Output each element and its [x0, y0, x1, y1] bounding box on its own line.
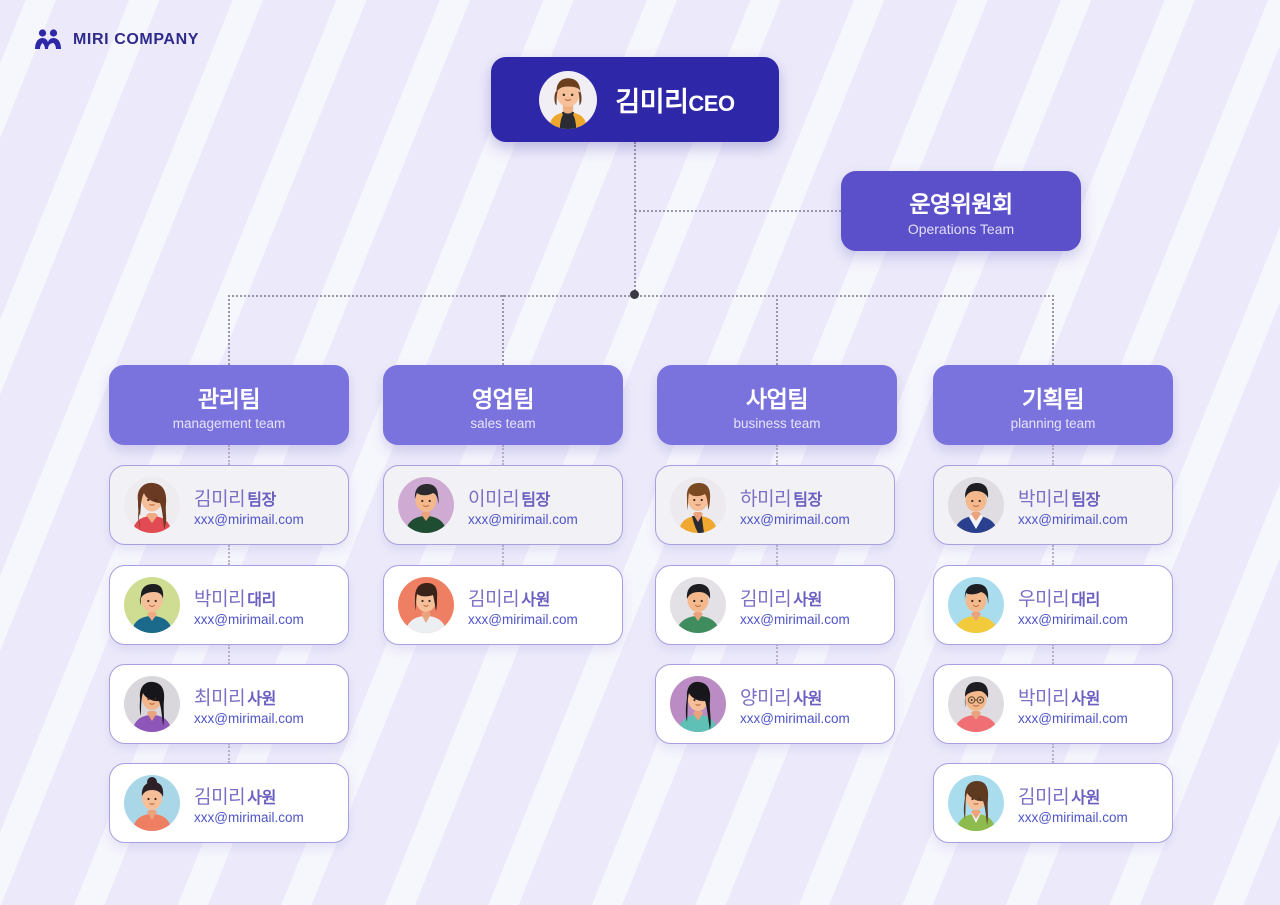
member-email: xxx@mirimail.com: [740, 710, 850, 726]
connector-col4-seg2: [1052, 545, 1054, 565]
team-header-planning[interactable]: 기획팀 planning team: [933, 365, 1173, 445]
connector-junction-node: [630, 290, 639, 299]
team-title: 기획팀: [1022, 385, 1084, 412]
connector-drop-team-4: [1052, 295, 1054, 365]
avatar-woman-bob-white-blouse: [398, 577, 454, 633]
team-subtitle: sales team: [470, 415, 536, 431]
member-email: xxx@mirimail.com: [468, 511, 578, 527]
connector-col3-seg2: [776, 545, 778, 565]
member-email: xxx@mirimail.com: [1018, 611, 1128, 627]
connector-col4-seg1: [1052, 445, 1054, 465]
member-email: xxx@mirimail.com: [1018, 809, 1128, 825]
ceo-label: 김미리CEO: [615, 80, 735, 119]
operations-committee-node[interactable]: 운영위원회 Operations Team: [841, 171, 1081, 251]
connector-ceo-trunk: [634, 142, 636, 295]
avatar-man-dark-green-shirt: [398, 477, 454, 533]
team-title: 영업팀: [472, 385, 534, 412]
member-email: xxx@mirimail.com: [194, 710, 304, 726]
avatar-woman-long-brown-hair-red-top: [124, 477, 180, 533]
connector-ceo-to-operations: [635, 210, 841, 212]
avatar-man-green-sweater: [670, 577, 726, 633]
connector-drop-team-1: [228, 295, 230, 365]
connector-col2-seg2: [502, 545, 504, 565]
avatar-woman-bun-coral-top: [124, 775, 180, 831]
operations-committee-title: 운영위원회: [909, 191, 1013, 217]
team-header-business[interactable]: 사업팀 business team: [657, 365, 897, 445]
connector-col4-seg3: [1052, 644, 1054, 664]
avatar-woman-brown-bob-yellow-jacket: [539, 70, 598, 129]
connector-col1-seg3: [228, 644, 230, 664]
avatar-man-navy-shirt: [948, 477, 1004, 533]
member-email: xxx@mirimail.com: [194, 809, 304, 825]
connector-main-bus: [228, 295, 1054, 297]
ceo-node[interactable]: 김미리CEO: [491, 57, 779, 142]
brand-logo: MIRI COMPANY: [34, 29, 199, 51]
member-email: xxx@mirimail.com: [740, 611, 850, 627]
operations-committee-subtitle: Operations Team: [907, 221, 1015, 237]
team-header-management[interactable]: 관리팀 management team: [109, 365, 349, 445]
connector-col1-seg1: [228, 445, 230, 465]
brand-name: MIRI COMPANY: [73, 31, 200, 48]
avatar-woman-long-black-hair-teal-top: [670, 676, 726, 732]
connector-col3-seg1: [776, 445, 778, 465]
avatar-man-black-hair-teal-shirt: [124, 577, 180, 633]
team-title: 관리팀: [198, 385, 260, 412]
connector-drop-team-3: [776, 295, 778, 365]
avatar-man-yellow-shirt: [948, 577, 1004, 633]
team-subtitle: management team: [172, 415, 286, 431]
member-email: xxx@mirimail.com: [194, 611, 304, 627]
avatar-woman-black-hair-purple-shirt: [124, 676, 180, 732]
member-email: xxx@mirimail.com: [194, 511, 304, 527]
connector-col4-seg4: [1052, 743, 1054, 763]
team-title: 사업팀: [746, 385, 808, 412]
member-email: xxx@mirimail.com: [468, 611, 578, 627]
two-people-icon: [34, 29, 62, 51]
avatar-woman-long-hair-green-top: [948, 775, 1004, 831]
ceo-role: CEO: [688, 91, 735, 116]
team-subtitle: planning team: [1010, 415, 1096, 431]
connector-col3-seg3: [776, 644, 778, 664]
connector-col2-seg1: [502, 445, 504, 465]
ceo-name: 김미리: [615, 87, 689, 117]
connector-drop-team-2: [502, 295, 504, 365]
avatar-man-glasses-pink-shirt: [948, 676, 1004, 732]
connector-col1-seg2: [228, 545, 230, 565]
member-email: xxx@mirimail.com: [1018, 710, 1128, 726]
member-email: xxx@mirimail.com: [1018, 511, 1128, 527]
connector-col1-seg4: [228, 743, 230, 763]
team-header-sales[interactable]: 영업팀 sales team: [383, 365, 623, 445]
avatar-woman-yellow-jacket: [670, 477, 726, 533]
team-subtitle: business team: [733, 415, 821, 431]
member-email: xxx@mirimail.com: [740, 511, 850, 527]
